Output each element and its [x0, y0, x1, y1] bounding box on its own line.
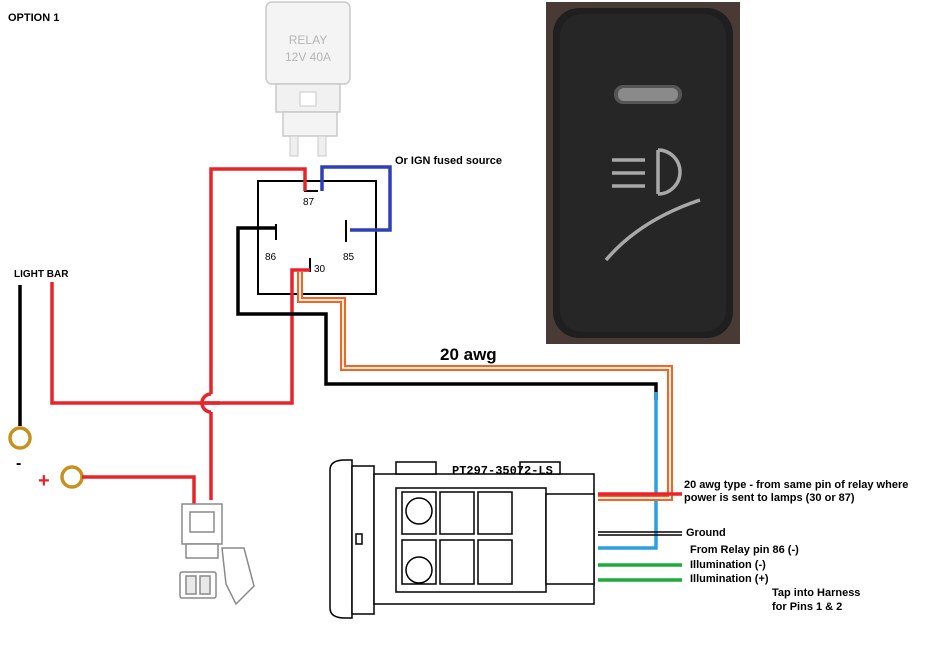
fog-light-icon [604, 148, 701, 262]
tap-callout-line1: Tap into Harness [772, 587, 860, 599]
illum-plus-callout: Illumination (+) [690, 573, 769, 585]
switch-neg-wire-blue [598, 392, 658, 550]
illum-minus-callout: Illumination (-) [690, 559, 766, 571]
relay-text-line1: RELAY [289, 33, 327, 47]
wire-gauge-label: 20 awg [440, 345, 497, 364]
pin-30-label: 30 [314, 264, 326, 275]
option-title: OPTION 1 [8, 12, 59, 24]
lightbar-wire-red-left [50, 282, 220, 405]
ground-callout: Ground [686, 527, 726, 539]
power-wire-red [209, 167, 307, 394]
light-bar-label: LIGHT BAR [14, 269, 69, 280]
relay-schematic: 87 86 85 30 [257, 180, 377, 295]
lightbar-wire-red [202, 268, 310, 405]
switch-connector [329, 459, 595, 619]
ign-wire-blue [320, 165, 392, 232]
minus-sign: - [16, 455, 21, 472]
fuse-holder [179, 503, 255, 606]
lightbar-ground-terminal [8, 426, 32, 450]
plus-sign: + [38, 470, 50, 492]
ign-source-label: Or IGN fused source [395, 155, 502, 167]
awg-wire-orange-inner [299, 272, 671, 499]
battery-positive-wire [82, 475, 196, 505]
part-number: PT297-35072-LS [452, 464, 553, 478]
pin-87-label: 87 [303, 197, 315, 208]
switch-neg-wire-black [236, 226, 658, 400]
from-relay-callout: From Relay pin 86 (-) [690, 544, 799, 556]
awg-callout-line2: power is sent to lamps (30 or 87) [684, 492, 855, 504]
awg-callout-line1: 20 awg type - from same pin of relay whe… [684, 479, 908, 491]
tap-callout-line2: for Pins 1 & 2 [772, 601, 842, 613]
rocker-switch-photo [546, 2, 740, 344]
pin-86-label: 86 [265, 252, 277, 263]
lightbar-positive-terminal [60, 465, 84, 489]
relay-text-line2: 12V 40A [285, 50, 331, 64]
relay-component: RELAY 12V 40A [265, 1, 351, 157]
pin-85-label: 85 [343, 252, 355, 263]
